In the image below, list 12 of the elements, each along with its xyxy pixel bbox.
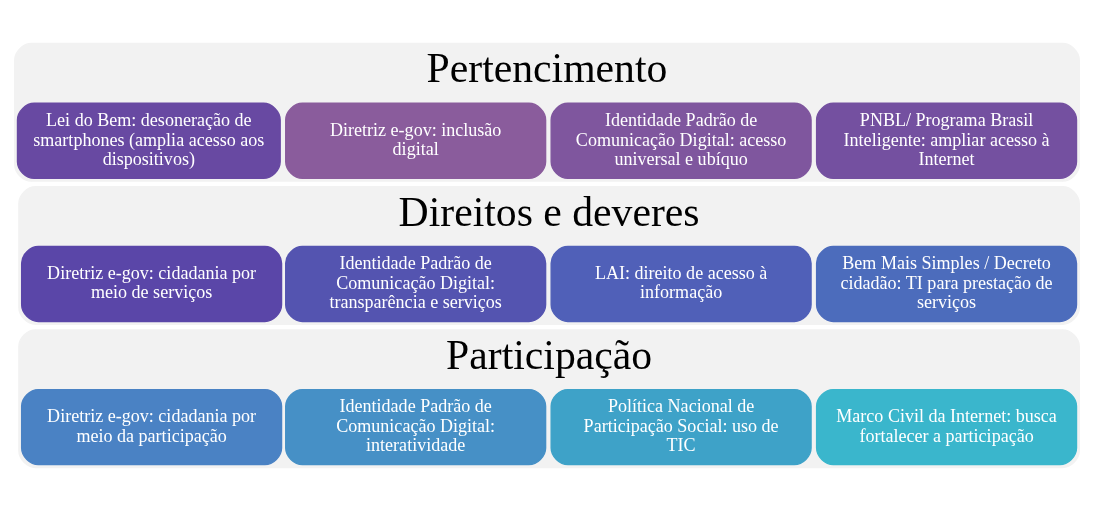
node-box: PNBL/ Programa Brasil Inteligente: ampliar acesso à Internet <box>815 102 1078 179</box>
node-box: LAI: direito de acesso à informação <box>550 245 812 322</box>
node-box: Diretriz e-gov: inclusão digital <box>285 102 547 179</box>
node-box: Bem Mais Simples / Decreto cidadão: TI para prestação de serviços <box>815 245 1078 322</box>
node-box: Identidade Padrão de Comunicação Digital: transparência e serviços <box>285 245 547 322</box>
node-box: Diretriz e-gov: cidadania por meio de serviços <box>20 245 283 322</box>
node-box: Marco Civil da Internet: busca fortalecer a participação <box>815 388 1078 465</box>
node-box: Diretriz e-gov: cidadania por meio da participação <box>20 388 283 465</box>
node-box: Identidade Padrão de Comunicação Digital: acesso universal e ubíquo <box>550 102 812 179</box>
node-box: Política Nacional de Participação Social: uso de TIC <box>550 388 812 465</box>
node-box: Lei do Bem: desoneração de smartphones (amplia acesso aos dispositivos) <box>16 102 281 179</box>
node-box: Identidade Padrão de Comunicação Digital: interatividade <box>285 388 547 465</box>
